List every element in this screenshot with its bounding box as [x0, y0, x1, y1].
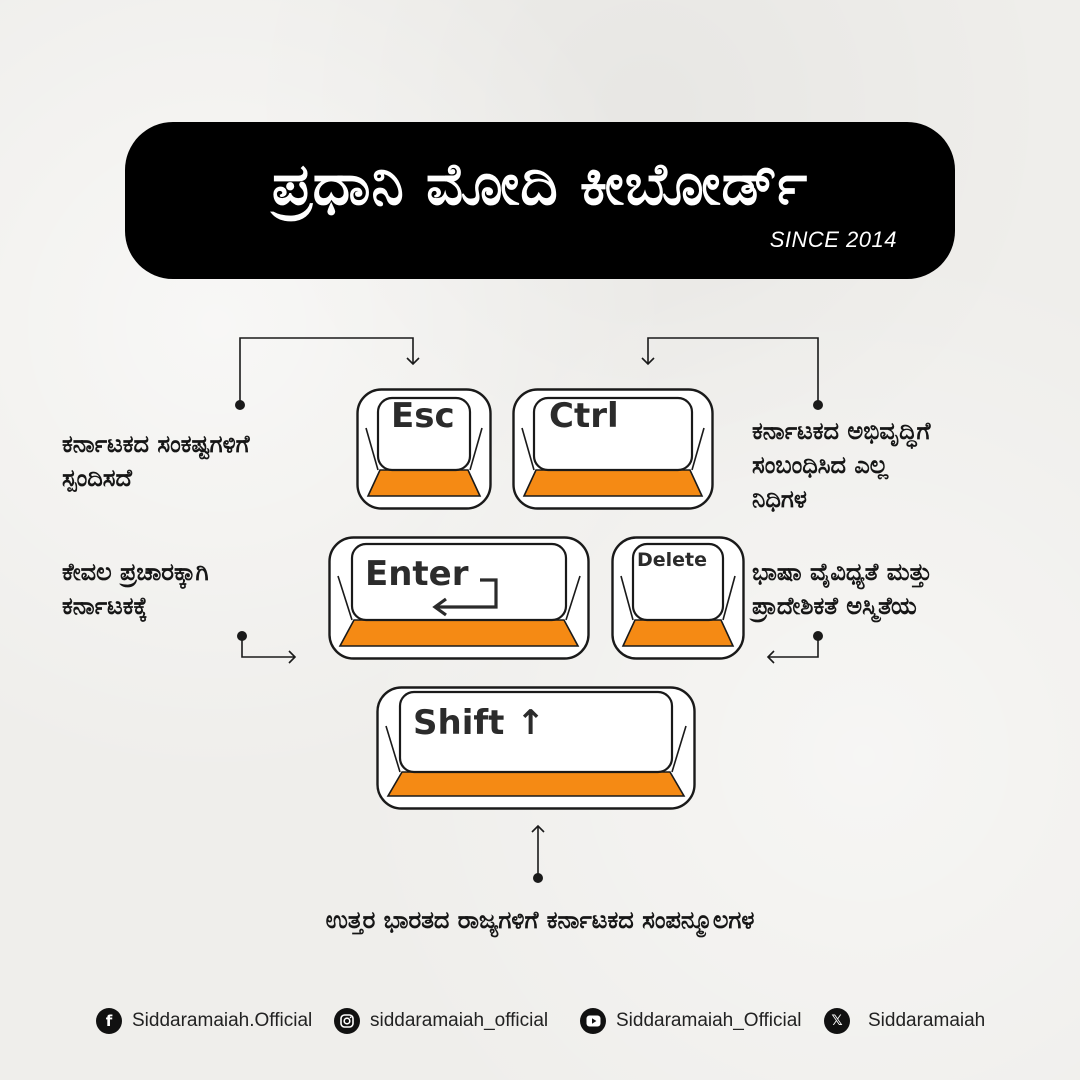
enter-connector	[237, 631, 297, 664]
page-title: ಪ್ರಧಾನಿ ಮೋದಿ ಕೀಬೋರ್ಡ್	[271, 150, 809, 218]
instagram-icon	[334, 1008, 360, 1034]
enter-key	[328, 536, 590, 660]
enter-annotation-line: ಕರ್ನಾಟಕಕ್ಕೆ	[62, 592, 148, 620]
social-footer: f Siddaramaiah.Official siddaramaiah_off…	[0, 1004, 1080, 1038]
ctrl-annotation-line: ಸಂಬಂಧಿಸಿದ ಎಲ್ಲ	[752, 451, 889, 479]
esc-annotation: ಕರ್ನಾಟಕದ ಸಂಕಷ್ಟಗಳಿಗೆ ಸ್ಪಂದಿಸದೆ	[62, 427, 250, 495]
enter-annotation-line: ಕೇವಲ ಪ್ರಚಾರಕ್ಕಾಗಿ	[62, 558, 209, 586]
page-subtitle: SINCE 2014	[769, 227, 897, 252]
youtube-icon	[580, 1008, 606, 1034]
enter-key-label: Enter	[365, 554, 469, 594]
shift-connector	[531, 824, 545, 883]
youtube-link[interactable]: Siddaramaiah_Official	[580, 1004, 802, 1038]
instagram-handle: siddaramaiah_official	[370, 1010, 549, 1031]
esc-key-label: Esc	[391, 396, 455, 436]
enter-annotation: ಕೇವಲ ಪ್ರಚಾರಕ್ಕಾಗಿ ಕರ್ನಾಟಕಕ್ಕೆ	[62, 555, 209, 623]
title-banner: ಪ್ರಧಾನಿ ಮೋದಿ ಕೀಬೋರ್ಡ್ SINCE 2014	[125, 122, 955, 279]
facebook-icon: f	[96, 1008, 122, 1034]
ctrl-key-label: Ctrl	[549, 396, 619, 436]
ctrl-key	[512, 388, 714, 510]
x-handle: Siddaramaiah	[868, 1010, 986, 1031]
instagram-link[interactable]: siddaramaiah_official	[334, 1004, 548, 1038]
delete-connector	[766, 631, 823, 664]
ctrl-connector	[641, 337, 823, 410]
esc-key	[356, 388, 492, 510]
esc-connector	[235, 337, 420, 410]
delete-annotation-line: ಪ್ರಾದೇಶಿಕತೆ ಅಸ್ಮಿತೆಯ	[752, 592, 917, 620]
return-arrow-icon	[432, 576, 500, 622]
x-link[interactable]: 𝕏 Siddaramaiah	[824, 1004, 985, 1038]
facebook-handle: Siddaramaiah.Official	[132, 1010, 313, 1031]
delete-key-label: Delete	[637, 549, 708, 571]
facebook-link[interactable]: f Siddaramaiah.Official	[96, 1004, 312, 1038]
shift-key	[376, 686, 696, 810]
shift-annotation: ಉತ್ತರ ಭಾರತದ ರಾಜ್ಯಗಳಿಗೆ ಕರ್ನಾಟಕದ ಸಂಪನ್ಮೂಲ…	[325, 906, 755, 934]
ctrl-annotation: ಕರ್ನಾಟಕದ ಅಭಿವೃದ್ಧಿಗೆ ಸಂಬಂಧಿಸಿದ ಎಲ್ಲ ನಿಧಿ…	[752, 414, 930, 516]
x-icon: 𝕏	[824, 1008, 850, 1034]
esc-annotation-line: ಸ್ಪಂದಿಸದೆ	[62, 464, 132, 492]
delete-annotation: ಭಾಷಾ ವೈವಿಧ್ಯತೆ ಮತ್ತು ಪ್ರಾದೇಶಿಕತೆ ಅಸ್ಮಿತೆ…	[752, 555, 932, 623]
delete-key	[611, 536, 745, 660]
delete-annotation-line: ಭಾಷಾ ವೈವಿಧ್ಯತೆ ಮತ್ತು	[752, 558, 932, 586]
youtube-handle: Siddaramaiah_Official	[616, 1010, 802, 1031]
esc-annotation-line: ಕರ್ನಾಟಕದ ಸಂಕಷ್ಟಗಳಿಗೆ	[62, 430, 250, 458]
ctrl-annotation-line: ಕರ್ನಾಟಕದ ಅಭಿವೃದ್ಧಿಗೆ	[752, 417, 931, 445]
shift-key-label: Shift ↑	[413, 703, 545, 743]
ctrl-annotation-line: ನಿಧಿಗಳ	[752, 485, 807, 513]
